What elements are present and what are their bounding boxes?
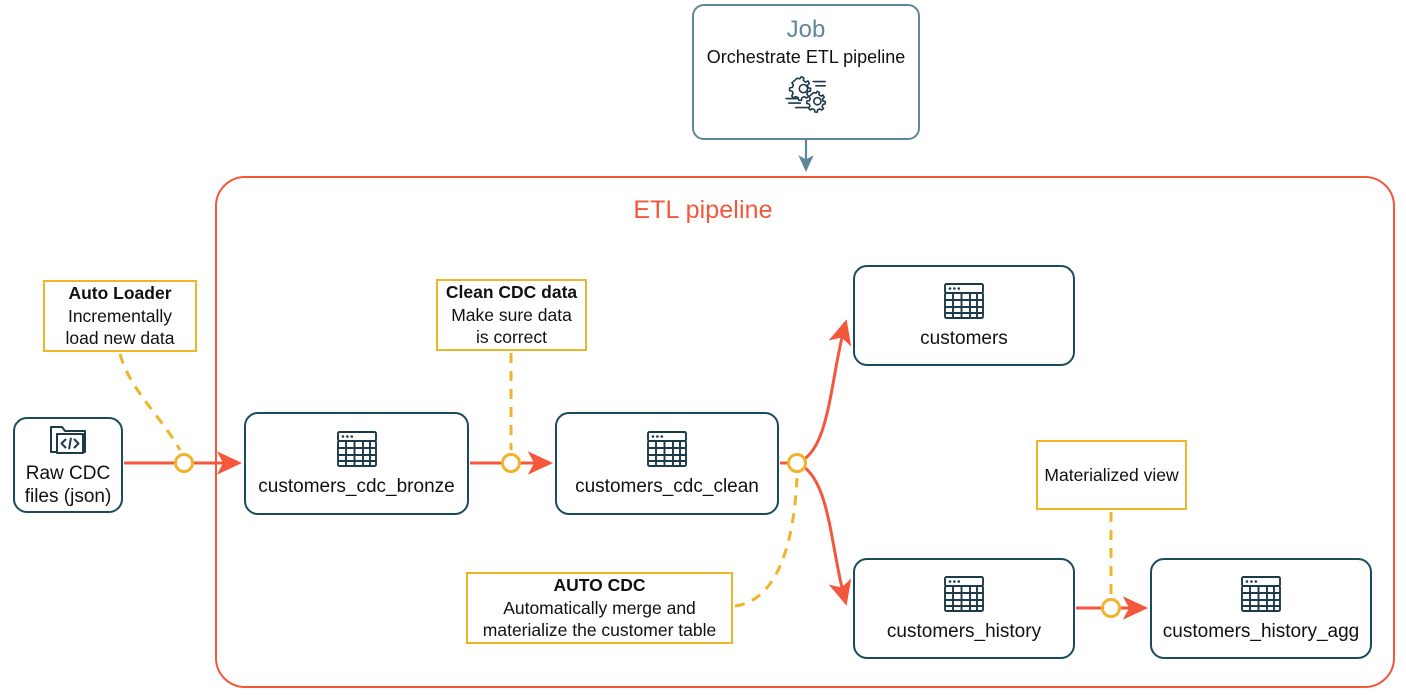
table-icon xyxy=(942,281,986,321)
gears-icon xyxy=(783,74,829,114)
note-auto-cdc[interactable]: AUTO CDC Automatically merge and materia… xyxy=(466,572,733,644)
connector-ring-auto-loader xyxy=(174,453,194,473)
node-label-line2: files (json) xyxy=(24,485,112,507)
note-materialized-view[interactable]: Materialized view xyxy=(1036,440,1187,510)
node-customers-cdc-clean[interactable]: customers_cdc_clean xyxy=(555,412,779,515)
note-line2: Automatically merge and xyxy=(503,597,696,618)
node-label: customers_cdc_bronze xyxy=(258,475,455,497)
note-auto-loader[interactable]: Auto Loader Incrementally load new data xyxy=(43,280,197,352)
node-label-line1: Raw CDC xyxy=(25,463,111,485)
note-title: Auto Loader xyxy=(68,282,172,303)
node-label: customers xyxy=(920,327,1008,349)
folder-code-icon xyxy=(48,422,88,456)
node-customers-cdc-bronze[interactable]: customers_cdc_bronze xyxy=(244,412,469,515)
leader-auto-loader xyxy=(118,353,182,451)
note-line3: materialize the customer table xyxy=(482,620,717,641)
note-line3: load new data xyxy=(65,328,175,349)
note-clean-cdc-data[interactable]: Clean CDC data Make sure data is correct xyxy=(436,279,587,351)
node-label: customers_history_agg xyxy=(1162,620,1360,642)
node-label: customers_cdc_clean xyxy=(575,475,759,497)
job-node[interactable]: Job Orchestrate ETL pipeline xyxy=(692,4,920,140)
table-icon xyxy=(942,574,986,614)
table-icon xyxy=(1239,574,1283,614)
node-raw-cdc-files[interactable]: Raw CDC files (json) xyxy=(13,417,123,513)
node-customers-history-agg[interactable]: customers_history_agg xyxy=(1150,558,1372,659)
note-line3: is correct xyxy=(476,327,547,348)
note-title: AUTO CDC xyxy=(553,574,646,595)
node-customers[interactable]: customers xyxy=(853,265,1075,366)
note-line2: Make sure data xyxy=(451,304,572,325)
note-title: Clean CDC data xyxy=(445,281,578,302)
note-title: Materialized view xyxy=(1044,464,1179,485)
job-title: Job xyxy=(786,16,826,43)
node-customers-history[interactable]: customers_history xyxy=(853,558,1075,659)
etl-pipeline-title: ETL pipeline xyxy=(633,196,773,224)
job-subtitle: Orchestrate ETL pipeline xyxy=(706,47,906,67)
etl-pipeline-container xyxy=(215,176,1395,688)
table-icon xyxy=(335,429,379,469)
note-line2: Incrementally xyxy=(67,305,173,326)
table-icon xyxy=(645,429,689,469)
node-label: Raw CDC files (json) xyxy=(25,463,112,507)
node-label: customers_history xyxy=(886,620,1042,642)
